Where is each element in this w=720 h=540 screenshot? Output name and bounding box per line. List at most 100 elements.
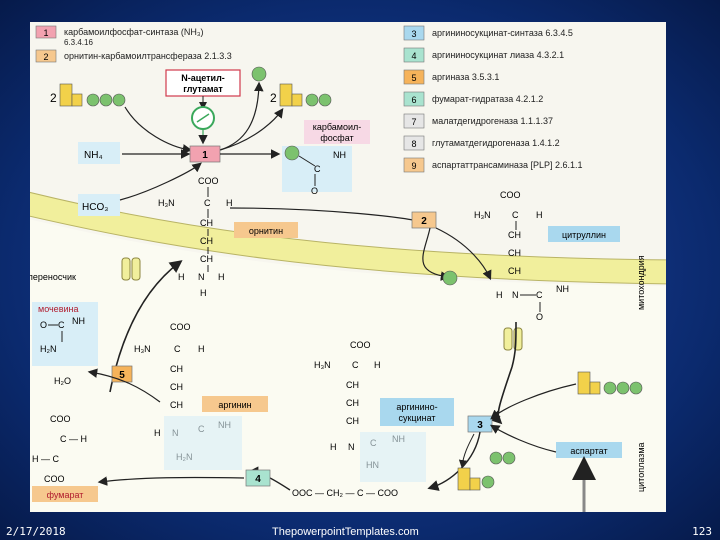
svg-text:CH: CH [170,364,183,374]
svg-text:H: H [200,288,207,298]
arginine-label-box [202,396,268,412]
svg-text:CH: CH [508,230,521,240]
citrulline-label-box [548,226,620,242]
svg-text:аргинино-: аргинино- [396,402,437,412]
transporter-label: переносчик [30,272,76,282]
ornithine-structure: COO H₃N C H CH CH CH H N H H [158,176,233,298]
aspartate-box [556,442,622,458]
fumarate-structure: COO C — H H — C COO [32,414,87,484]
svg-text:H: H [330,442,337,452]
enzyme-2-box [411,211,437,229]
svg-text:H: H [198,344,205,354]
svg-text:H — C: H — C [32,454,60,464]
footer-date: 2/17/2018 [6,525,66,538]
svg-text:C: C [58,320,65,330]
svg-text:CH: CH [346,398,359,408]
footer-page-number: 123 [692,525,712,538]
legend-num-1: 1 [43,28,48,38]
enzyme-5-box [111,365,133,383]
legend-row-8: 8 глутаматдегидрогеназа 1.4.1.2 [403,135,560,151]
svg-text:C: C [174,344,181,354]
adp-right-icon: 2 [270,83,332,107]
svg-text:COO: COO [44,474,65,484]
svg-text:O: O [311,186,318,196]
svg-text:H: H [154,428,161,438]
citrulline-label: цитруллин [562,230,606,240]
legend-row-5: 5 аргиназа 3.5.3.1 [403,69,499,85]
svg-text:N: N [512,290,519,300]
water-label: H₂O [54,376,71,386]
svg-text:9: 9 [411,161,416,171]
citrulline-structure: COO H₃N C H CH CH CH H N C NH O [474,190,569,322]
legend-text-1: карбамоилфосфат-синтаза (NH₃) [64,27,204,37]
legend-row-3: 3 аргининосукцинат-синтаза 6.3.4.5 [403,25,573,41]
acetylglutamate-label-1: N-ацетил- [181,73,225,83]
svg-text:2: 2 [50,91,57,105]
svg-text:CH: CH [346,380,359,390]
svg-text:H: H [178,272,185,282]
legend-num-2: 2 [43,52,48,62]
svg-text:OOC — CH₂ — C — COO: OOC — CH₂ — C — COO [292,488,398,498]
mitochondria-label: митохондрия [636,255,646,310]
svg-text:2: 2 [270,91,277,105]
svg-text:CH: CH [200,254,213,264]
svg-text:NH: NH [72,316,85,326]
svg-text:CH: CH [508,266,521,276]
svg-text:N: N [348,442,355,452]
phosphate-top-icon [251,66,267,82]
svg-text:COO: COO [170,322,191,332]
svg-text:CH: CH [200,236,213,246]
svg-text:C: C [314,164,321,174]
ornithine-label: орнитин [249,226,283,236]
svg-text:7: 7 [411,117,416,127]
acetylglutamate-label-2: глутамат [183,84,223,94]
svg-text:аргиназа 3.5.3.1: аргиназа 3.5.3.1 [432,72,499,82]
aspartate-label: аспартат [570,446,607,456]
svg-text:6: 6 [411,95,416,105]
enzyme-4-box [245,469,271,487]
svg-text:NH: NH [333,150,346,160]
legend-right: 3 аргининосукцинат-синтаза 6.3.4.5 4 арг… [403,25,583,173]
legend-row-7: 7 малатдегидрогеназа 1.1.1.37 [403,113,553,129]
svg-text:H₃N: H₃N [314,360,331,370]
transporter-left-icon [131,257,141,281]
svg-text:глутаматдегидрогеназа 1.4.1.2: глутаматдегидрогеназа 1.4.1.2 [432,138,560,148]
svg-text:1: 1 [202,150,208,161]
bicarbonate-box [78,194,120,216]
svg-text:4: 4 [411,51,416,61]
svg-text:H: H [536,210,543,220]
svg-text:O: O [40,320,47,330]
amp-ppi-icon [457,451,516,491]
svg-text:C: C [536,290,543,300]
legend-row-9: 9 аспартаттрансаминаза [PLP] 2.6.1.1 [403,157,583,173]
legend-text-2: орнитин-карбамоилтрансфераза 2.1.3.3 [64,51,232,61]
legend-row-4: 4 аргининосукцинат лиаза 4.3.2.1 [403,47,564,63]
svg-text:карбамоил-: карбамоил- [313,122,362,132]
svg-text:CH: CH [170,400,183,410]
svg-text:H₃N: H₃N [158,198,175,208]
ammonium-box [78,142,120,164]
svg-text:CH: CH [508,248,521,258]
svg-text:фумарат-гидратаза 4.2.1.2: фумарат-гидратаза 4.2.1.2 [432,94,543,104]
urea-box [32,302,98,366]
svg-text:COO: COO [350,340,371,350]
svg-text:аргининосукцинат-синтаза 6.3.4: аргининосукцинат-синтаза 6.3.4.5 [432,28,573,38]
phosphate-released-icon [442,270,458,286]
fumarate-label-box [32,486,98,502]
svg-text:C: C [204,198,211,208]
bicarbonate-label: HCO₃ [82,202,108,213]
svg-text:4: 4 [255,474,261,485]
footer-site: ThepowerpointTemplates.com [272,526,419,538]
carbamoylphosphate-box [304,120,370,144]
svg-text:COO: COO [500,190,521,200]
svg-text:CH: CH [346,416,359,426]
mitochondrial-membrane [30,191,666,285]
svg-text:C — H: C — H [60,434,87,444]
svg-text:2: 2 [421,216,427,227]
ornithine-label-box [234,222,298,238]
acetylglutamate-box [165,69,241,97]
svg-text:H: H [226,198,233,208]
svg-text:фосфат: фосфат [320,133,353,143]
argsuc-label-box [380,398,454,426]
svg-text:сукцинат: сукцинат [398,413,435,423]
